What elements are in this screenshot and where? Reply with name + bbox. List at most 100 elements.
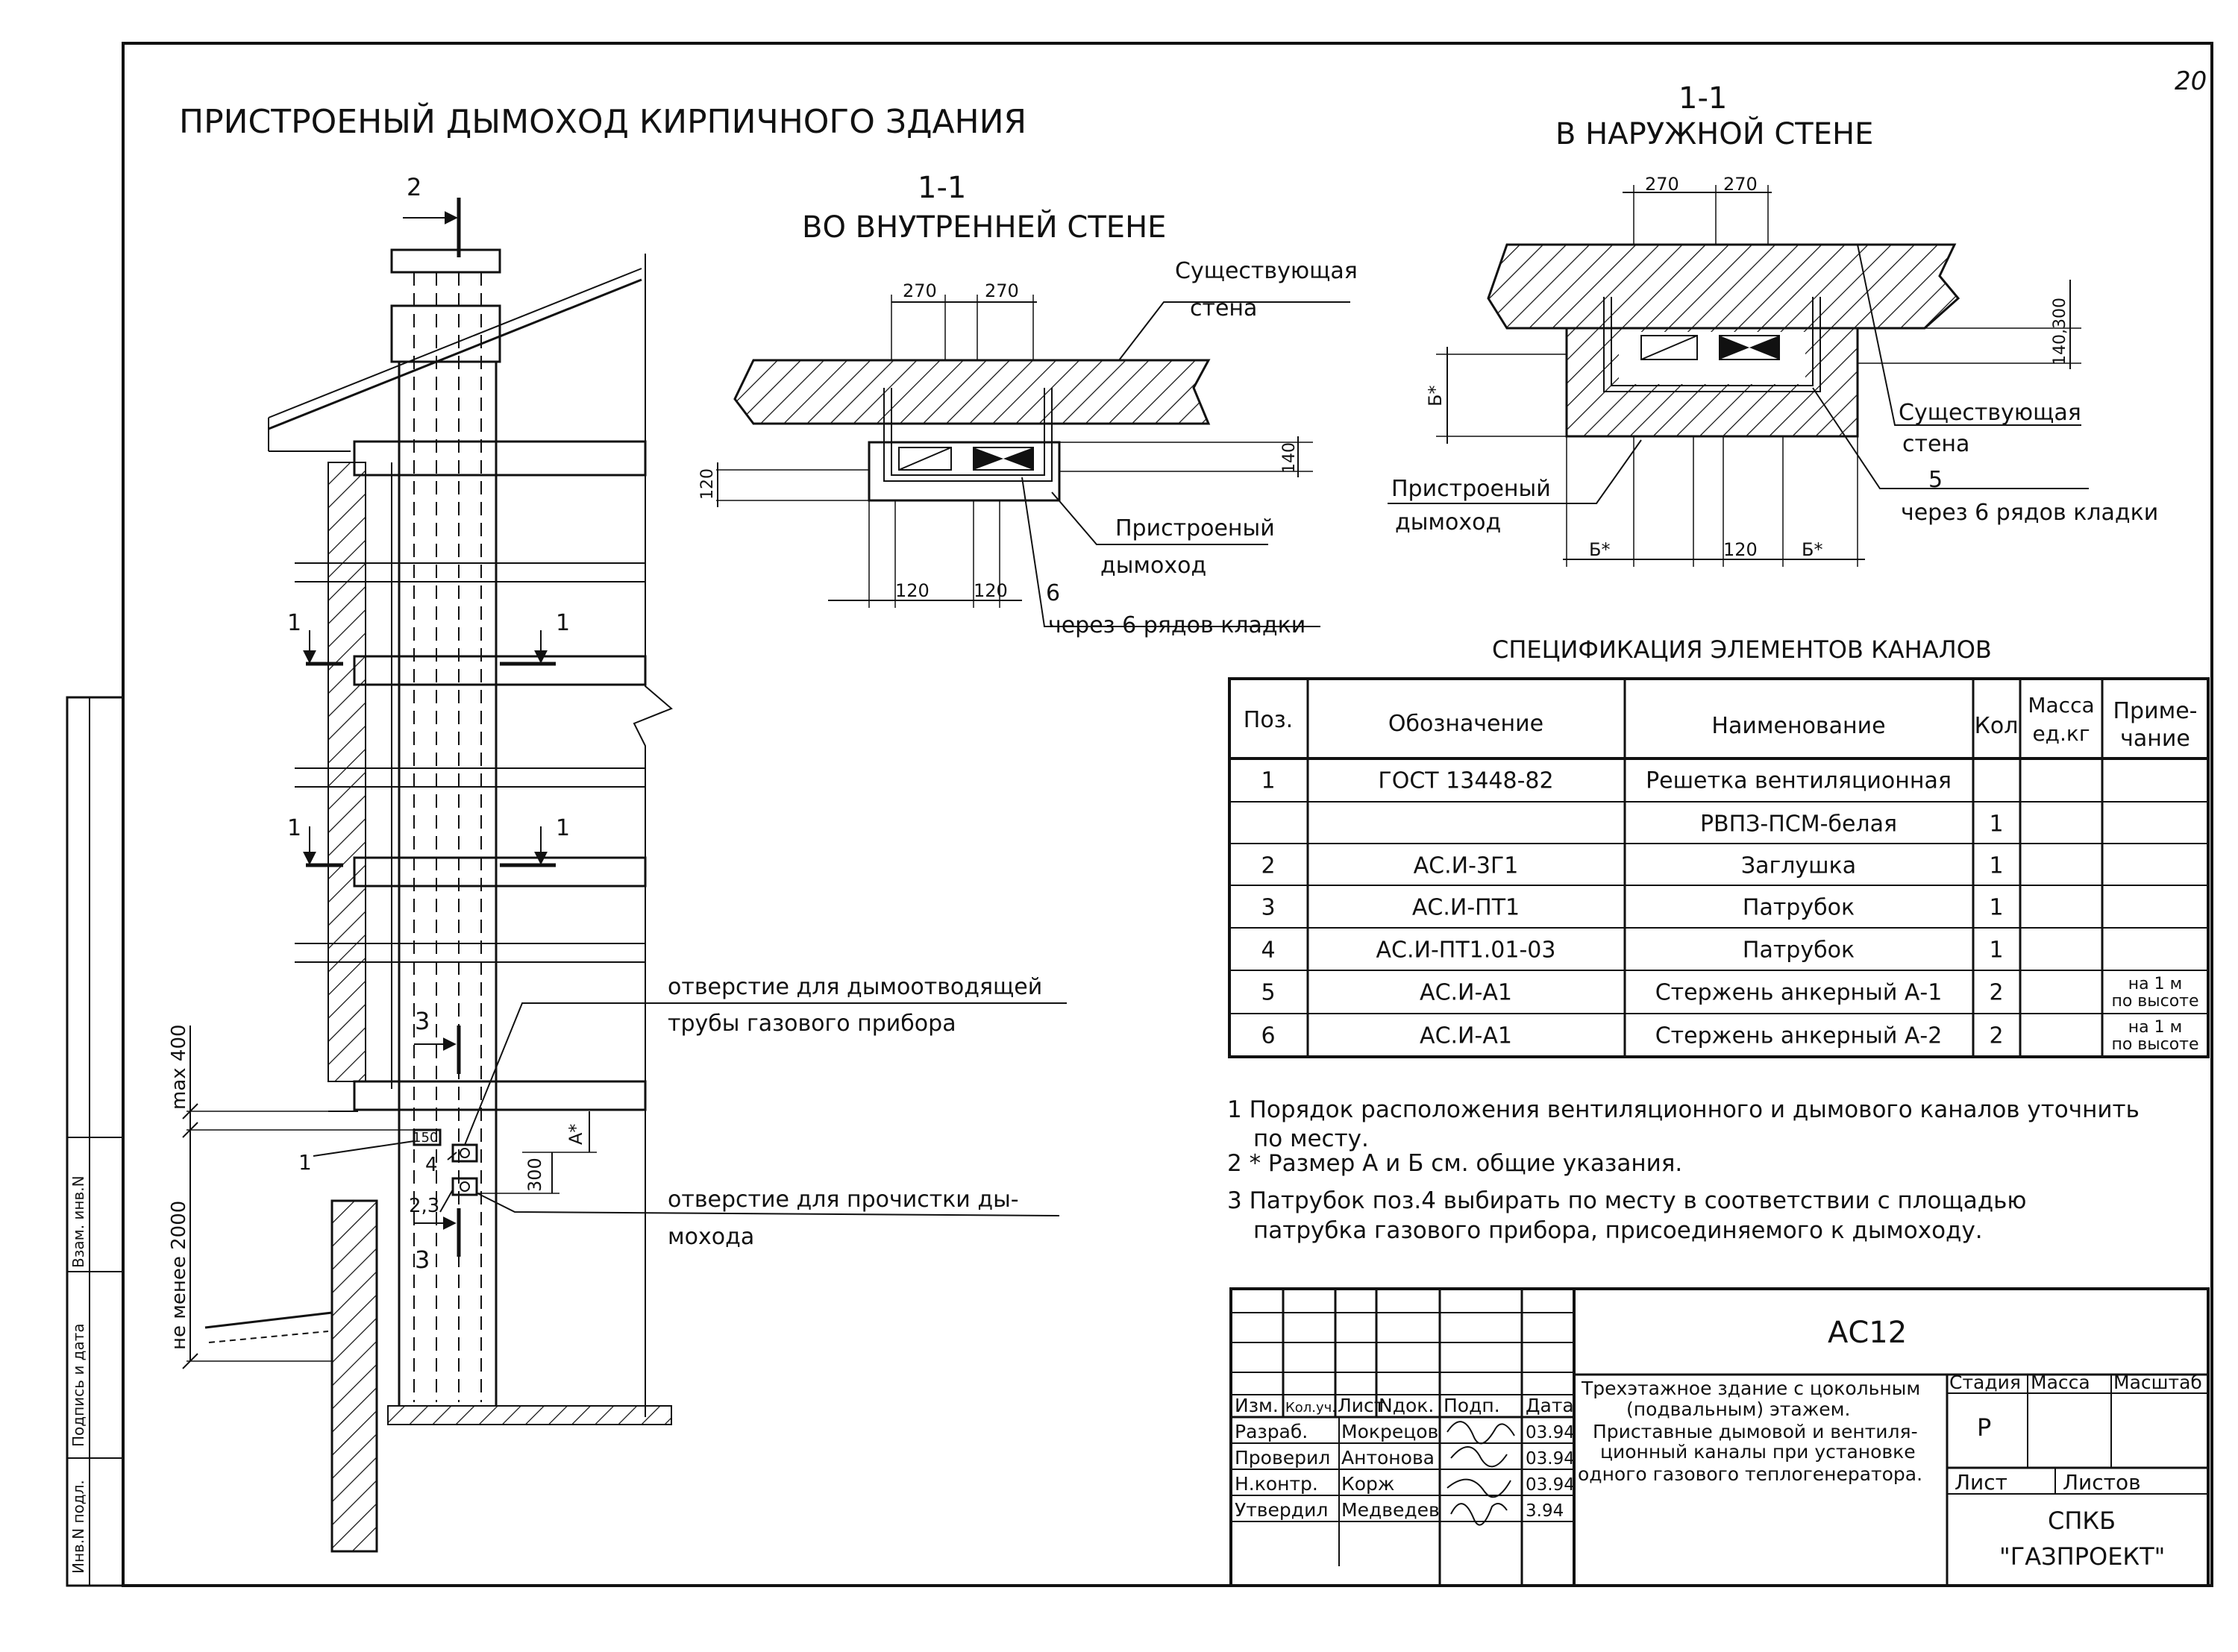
stamp-org-2: "ГАЗПРОЕКТ" [1999,1542,2165,1571]
label-cleanout-1: отверстие для прочистки ды- [668,1187,1019,1213]
spec-body: 1 ГОСТ 13448-82 Решетка вентиляционнаяРВПЗ… [1261,768,2198,1055]
inner-wall-label-2: стена [1190,295,1257,321]
spec-cell: Решетка вентиляционная [1646,768,1952,794]
spec-cell: 1 [1989,853,2003,879]
spec-cell: 4 [1261,938,1275,964]
spec-title: СПЕЦИФИКАЦИЯ ЭЛЕМЕНТОВ КАНАЛОВ [1492,635,1992,664]
spec-cell: ГОСТ 13448-82 [1378,768,1553,794]
spec-cell: АС.И-ПТ1.01-03 [1376,938,1556,964]
spec-cell-note: на 1 м [2128,1018,2182,1037]
left-margin-strip: Взам. инв.N Подпись и дата Инв.N подл. [66,696,125,1587]
outer-dim-bottom-mid: 120 [1723,539,1758,560]
stamp-stage-value: Р [1977,1413,1991,1442]
stamp-code: АС12 [1828,1316,1907,1350]
stamp-desc-line: ционный каналы при установке [1600,1441,1916,1463]
stamp-col-header: Nдок. [1379,1395,1434,1416]
dim-a: А* [565,1124,586,1145]
outer-callout-5-note: через 6 рядов кладки [1901,500,2158,526]
stamp-desc-line: одного газового теплогенератора. [1578,1463,1922,1485]
outer-dim-bottom-left: Б* [1589,539,1610,560]
spec-cell: РВПЗ-ПСМ-белая [1700,811,1897,838]
spec-header-qty: Кол [1975,713,2019,739]
spec-cell: 5 [1261,980,1275,1006]
label-flue-opening-2: трубы газового прибора [668,1011,956,1037]
stamp-desc-line: Трехэтажное здание с цокольным [1581,1378,1920,1399]
section-outer-mark: 1-1 [1678,81,1727,116]
spec-cell: Заглушка [1741,853,1856,879]
stamp-name: Медведев [1341,1499,1440,1521]
spec-cell: АС.И-3Г1 [1414,853,1519,879]
stamp-date: 03.94 [1526,1475,1575,1495]
spec-cell: 2 [1261,853,1275,879]
spec-cell-note-2: по высоте [2111,992,2198,1011]
stamp-name: Антонова [1341,1447,1435,1469]
section-1-left-b: 1 [287,815,301,841]
outer-dim-top-right: 270 [1723,174,1758,195]
dim-min-2000: не менее 2000 [168,1201,190,1350]
stamp-stage-label: Стадия [1949,1372,2021,1393]
outer-callout-5: 5 [1928,467,1943,493]
stamp-col-header: Дата [1526,1395,1574,1416]
section-1-left-a: 1 [287,610,301,636]
outer-dim-top-left: 270 [1645,174,1679,195]
page-number: 20 [2175,66,2207,96]
stamp-org-1: СПКБ [2048,1507,2116,1535]
stamp-role: Проверил [1235,1447,1330,1469]
note-line: 1 Порядок расположения вентиляционного и… [1227,1096,2140,1123]
spec-cell-note: на 1 м [2128,975,2182,993]
note-line: по месту. [1253,1125,1369,1152]
callout-4: 4 [425,1154,438,1176]
spec-cell: Патрубок [1743,938,1855,964]
stamp-date: 3.94 [1526,1501,1564,1521]
stamp-name: Мокрецов [1341,1421,1438,1442]
spec-cell: 6 [1261,1023,1275,1049]
stamp-col-header: Кол.уч. [1285,1400,1336,1416]
note-line: патрубка газового прибора, присоединяемо… [1253,1217,1983,1244]
spec-row: РВПЗ-ПСМ-белая 1 [1700,811,2004,838]
note-line: 3 Патрубок поз.4 выбирать по месту в соо… [1227,1187,2027,1214]
spec-cell: 3 [1261,895,1275,921]
stamp-description: Трехэтажное здание с цокольным (подвальн… [1578,1378,1922,1485]
inner-dim-left: 120 [698,468,717,500]
notes-block: 1 Порядок расположения вентиляционного и… [1227,1096,2140,1244]
section-1-right-b: 1 [556,815,570,841]
outer-dim-left: Б* [1425,386,1446,406]
spec-header-mass: Масса [2028,693,2094,717]
spec-cell: АС.И-А1 [1420,980,1512,1006]
margin-podpis: Подпись и дата [69,1323,87,1447]
spec-cell: АС.И-А1 [1420,1023,1512,1049]
callout-1: 1 [298,1150,312,1175]
note-line: 2 * Размер А и Б см. общие указания. [1227,1150,1682,1177]
inner-dim-top-left: 270 [903,280,937,301]
stamp-sheets-label: Листов [2063,1470,2141,1495]
spec-cell: 2 [1989,1023,2003,1049]
section-outer-title: В НАРУЖНОЙ СТЕНЕ [1555,116,1873,151]
stamp-role: Разраб. [1235,1421,1308,1442]
outer-dim-bottom-right: Б* [1802,539,1822,560]
stamp-people: Разраб. Мокрецов 03.94 Проверил Антонова 03.9… [1235,1421,1575,1521]
stamp-date: 03.94 [1526,1449,1575,1469]
signature-scribble [1450,1503,1508,1526]
spec-cell: 1 [1989,811,2003,838]
spec-table [1228,677,2210,1058]
dim-max-400: max 400 [168,1024,190,1110]
spec-row: 2 АС.И-3Г1 Заглушка 1 [1261,853,2003,879]
callout-2-3: 2,3 [409,1195,439,1217]
spec-header-pos: Поз. [1244,707,1293,733]
inner-dim-bottom-left: 120 [895,580,930,601]
stamp-desc-line: Приставные дымовой и вентиля- [1593,1421,1918,1442]
section-mark-2: 2 [407,173,421,201]
outer-dim-right: 140,300 [2051,298,2069,365]
stamp-name: Корж [1341,1473,1394,1495]
stamp-role: Утвердил [1235,1499,1328,1521]
stamp-col-header: Изм. [1235,1395,1279,1416]
section-1-right-a: 1 [556,610,570,636]
inner-flue-label-2: дымоход [1100,553,1206,579]
inner-flue-label-1: Пристроеный [1115,515,1275,541]
